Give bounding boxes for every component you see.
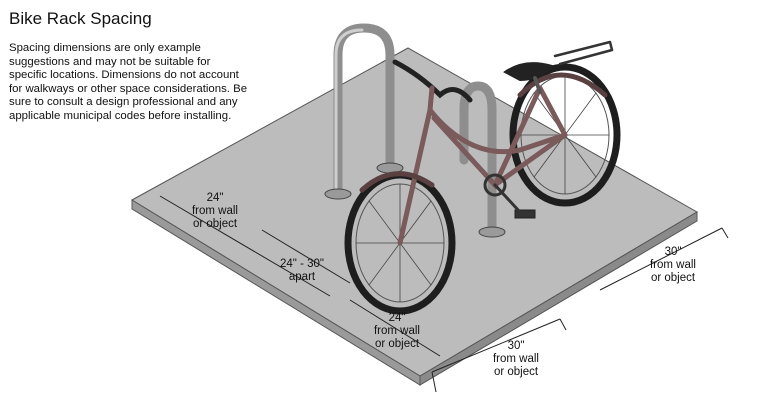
dimension-lines xyxy=(159,195,729,393)
rear-fender xyxy=(517,72,608,98)
handlebar xyxy=(392,59,473,103)
bike-rack-front xyxy=(459,81,497,235)
bike-cargo-rack xyxy=(553,40,614,66)
pedal xyxy=(514,209,536,219)
bicycle xyxy=(344,40,621,315)
front-fender xyxy=(359,171,435,193)
chainring xyxy=(483,173,507,197)
bike-rack-back xyxy=(333,23,395,195)
bike-seat xyxy=(503,62,554,82)
rear-wheel xyxy=(509,63,621,207)
rack-base-plate xyxy=(478,226,506,238)
diagram-title: Bike Rack Spacing xyxy=(9,9,152,28)
dimension-label-apart: 24" - 30"apart xyxy=(280,258,324,283)
bike-rack-back-highlight xyxy=(334,28,364,190)
rack-base-plate xyxy=(324,188,352,200)
concrete-pad-edge-right xyxy=(419,211,698,386)
spacing-disclaimer: Spacing dimensions are only example sugg… xyxy=(9,42,248,122)
